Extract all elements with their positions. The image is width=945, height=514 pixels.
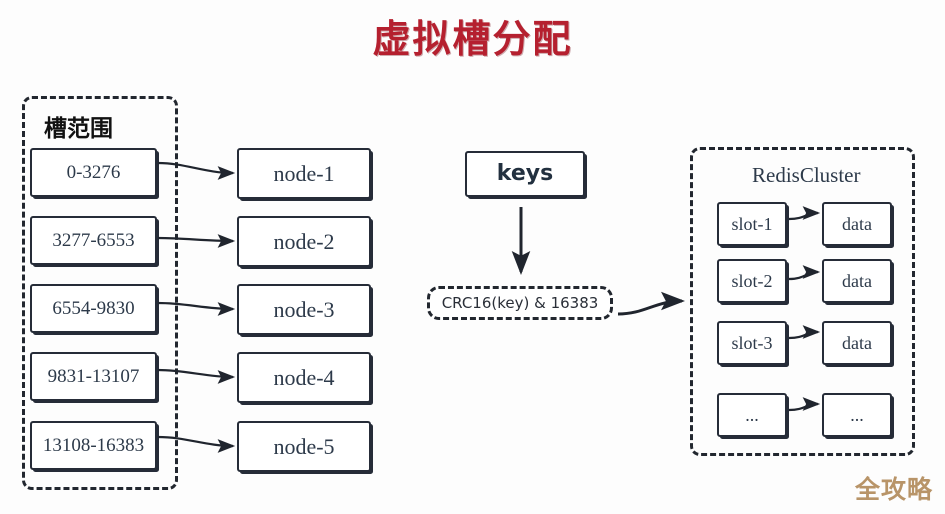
node-label-0: node-1 [273, 160, 335, 186]
node-box[interactable]: node-2 [237, 216, 371, 267]
slot-box[interactable]: slot-1 [717, 202, 787, 246]
data-box[interactable]: ... [822, 393, 892, 437]
data-label-3: ... [850, 405, 864, 425]
data-label-1: data [842, 271, 872, 291]
keys-label: keys [496, 161, 554, 186]
slot-label-2: slot-3 [731, 333, 773, 353]
data-box[interactable]: data [822, 202, 892, 246]
node-label-3: node-4 [273, 364, 335, 390]
slot-range-label-0: 0-3276 [66, 162, 121, 183]
node-label-2: node-3 [273, 296, 335, 322]
data-label-2: data [842, 333, 872, 353]
node-box[interactable]: node-5 [237, 421, 371, 472]
slot-range-box[interactable]: 9831-13107 [30, 352, 157, 401]
crc16-formula-box[interactable]: CRC16(key) & 16383 [427, 286, 613, 320]
crc16-formula-label: CRC16(key) & 16383 [441, 294, 599, 312]
slot-box[interactable]: ... [717, 393, 787, 437]
data-box[interactable]: data [822, 259, 892, 303]
data-box[interactable]: data [822, 321, 892, 365]
slot-label-0: slot-1 [731, 214, 773, 234]
slot-range-label-3: 9831-13107 [47, 366, 140, 387]
data-label-0: data [842, 214, 872, 234]
node-box[interactable]: node-1 [237, 148, 371, 199]
slot-range-box[interactable]: 3277-6553 [30, 216, 157, 265]
node-label-1: node-2 [273, 228, 335, 254]
slot-range-box[interactable]: 0-3276 [30, 148, 157, 197]
slot-range-box[interactable]: 6554-9830 [30, 284, 157, 333]
slot-box[interactable]: slot-3 [717, 321, 787, 365]
slot-label-1: slot-2 [731, 271, 773, 291]
slot-box[interactable]: slot-2 [717, 259, 787, 303]
crc-to-cluster-arrow [617, 291, 685, 316]
keys-box[interactable]: keys [465, 151, 585, 197]
slot-label-3: ... [745, 405, 759, 425]
redis-cluster-label: RedisCluster [752, 163, 861, 187]
slot-range-label-1: 3277-6553 [52, 230, 135, 251]
redis-cluster-container [690, 147, 915, 456]
watermark: 全攻略 [854, 475, 933, 504]
slot-range-box[interactable]: 13108-16383 [30, 421, 157, 470]
slot-range-container [22, 96, 178, 490]
slot-range-group-label: 槽范围 [44, 116, 113, 142]
slot-range-label-2: 6554-9830 [52, 298, 135, 319]
node-box[interactable]: node-3 [237, 284, 371, 335]
node-box[interactable]: node-4 [237, 352, 371, 403]
slot-range-label-4: 13108-16383 [42, 435, 145, 456]
page-title: 虚拟槽分配 [372, 17, 573, 61]
node-label-4: node-5 [273, 433, 335, 459]
